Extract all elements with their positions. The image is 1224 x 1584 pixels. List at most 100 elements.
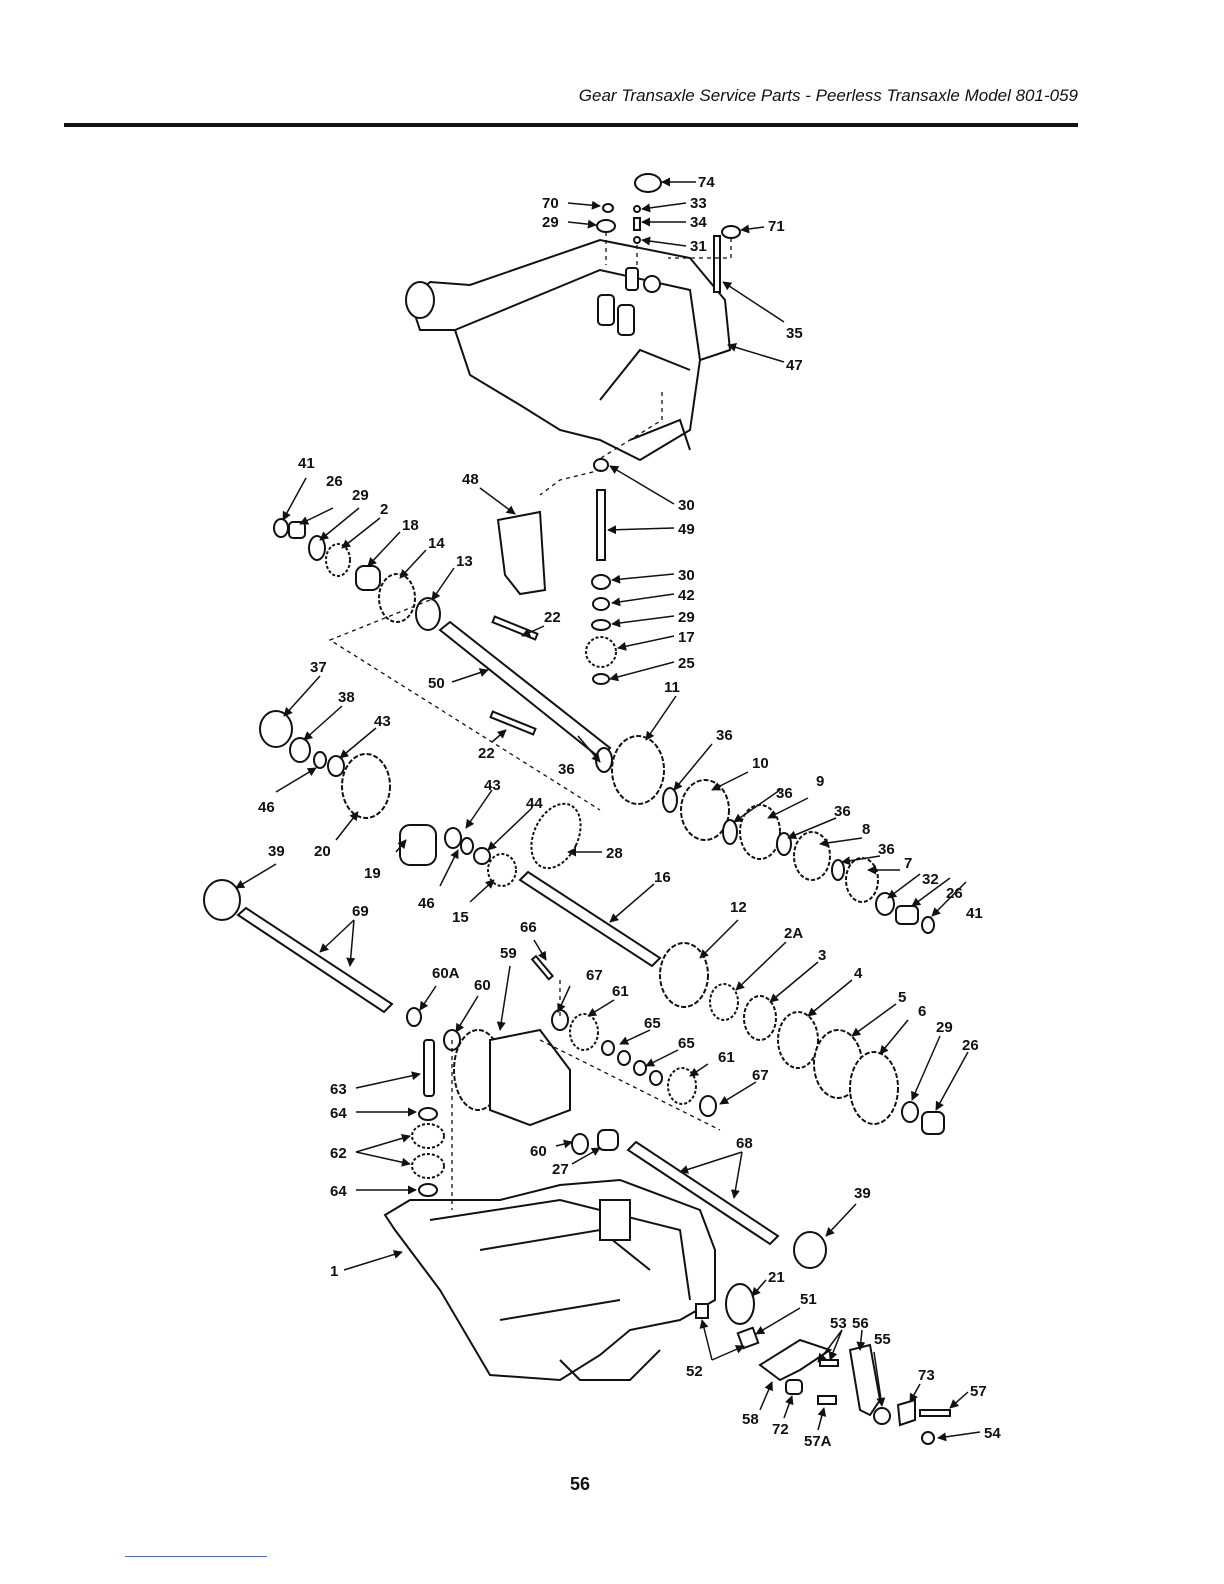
- nut-54: [921, 1431, 935, 1445]
- puck-51: [736, 1326, 760, 1350]
- label-65-b: 65: [678, 1035, 695, 1052]
- label-16: 16: [654, 869, 671, 886]
- bearing-39-right: [793, 1231, 827, 1269]
- washer-65-c: [633, 1060, 647, 1076]
- pinion-61-bottom: [667, 1067, 697, 1105]
- label-41-right: 41: [966, 905, 983, 922]
- part-labels: 74 70 29 33 34 71 31 35 47 41 26 29 2 18…: [258, 174, 1001, 1450]
- label-26-left: 26: [326, 473, 343, 490]
- washer-65-b: [617, 1050, 631, 1066]
- bearing-37: [259, 710, 293, 748]
- sprocket-14: [378, 573, 416, 623]
- label-8: 8: [862, 821, 870, 838]
- label-27: 27: [552, 1161, 569, 1178]
- bevel-gear-62-top: [411, 1123, 445, 1149]
- gear-2A: [709, 983, 739, 1021]
- ring-46-right: [460, 837, 474, 855]
- label-58: 58: [742, 1411, 759, 1428]
- assembly-guide-lines: [328, 232, 732, 1210]
- pin-53: [819, 1359, 839, 1367]
- label-5: 5: [898, 989, 906, 1006]
- upper-housing: [405, 238, 732, 462]
- label-26-right: 26: [946, 885, 963, 902]
- shaft-50: [438, 620, 612, 760]
- washer-67-bottom: [699, 1095, 717, 1117]
- label-30-top: 30: [678, 497, 695, 514]
- label-29-left: 29: [352, 487, 369, 504]
- label-64-top: 64: [330, 1105, 347, 1122]
- page-title: Gear Transaxle Service Parts - Peerless …: [578, 86, 1078, 105]
- gear-2: [325, 543, 351, 577]
- ring-60A: [406, 1007, 422, 1027]
- gear-10: [680, 779, 730, 841]
- label-70: 70: [542, 195, 559, 212]
- label-64-bottom: 64: [330, 1183, 347, 1200]
- label-35: 35: [786, 325, 803, 342]
- label-38: 38: [338, 689, 355, 706]
- spring-57A: [817, 1395, 837, 1405]
- label-21: 21: [768, 1269, 785, 1286]
- washer-38: [289, 737, 311, 763]
- ring-25: [592, 673, 610, 685]
- label-60A: 60A: [432, 965, 460, 982]
- collar-30-bottom: [591, 574, 611, 590]
- shaft-16: [518, 870, 662, 968]
- brake-lever-58: [758, 1338, 833, 1382]
- bolt-57: [919, 1409, 951, 1417]
- label-14: 14: [428, 535, 445, 552]
- key-22-bottom: [489, 710, 537, 736]
- label-7: 7: [904, 855, 912, 872]
- label-25: 25: [678, 655, 695, 672]
- gear-4: [777, 1011, 819, 1069]
- label-29-mid: 29: [678, 609, 695, 626]
- label-2: 2: [380, 501, 388, 518]
- footer-link-rule: [125, 1556, 267, 1557]
- part-drawings: [203, 173, 951, 1445]
- washer-36-e: [831, 859, 845, 881]
- label-67-bottom: 67: [752, 1067, 769, 1084]
- label-52: 52: [686, 1363, 703, 1380]
- label-36-e: 36: [558, 761, 575, 778]
- ball-33: [633, 205, 641, 213]
- washer-64-bottom: [418, 1183, 438, 1197]
- label-34: 34: [690, 214, 707, 231]
- bushing-43-right: [444, 827, 462, 849]
- page-number: 56: [569, 1474, 591, 1494]
- gear-20: [341, 753, 391, 819]
- label-50: 50: [428, 675, 445, 692]
- gear-6: [849, 1051, 899, 1125]
- washer-36-d: [776, 832, 792, 856]
- key-22-top: [491, 615, 539, 641]
- label-71: 71: [768, 218, 785, 235]
- washer-29-right: [901, 1101, 919, 1123]
- gear-8: [793, 831, 831, 881]
- washer-29-top: [596, 219, 616, 233]
- actuating-arm-56: [848, 1343, 882, 1417]
- spacer-72: [785, 1379, 803, 1395]
- label-17: 17: [678, 629, 695, 646]
- bevel-gear-62-bottom: [411, 1153, 445, 1179]
- label-57A: 57A: [804, 1433, 832, 1450]
- label-49: 49: [678, 521, 695, 538]
- label-63: 63: [330, 1081, 347, 1098]
- gear-7: [845, 857, 879, 903]
- bearing-39-left: [203, 879, 241, 921]
- label-9: 9: [816, 773, 824, 790]
- sprocket-19: [399, 824, 437, 866]
- gear-3: [743, 995, 777, 1041]
- header-rule: [64, 123, 1078, 127]
- label-29-top: 29: [542, 214, 559, 231]
- label-60-bottom: 60: [530, 1143, 547, 1160]
- label-39-left: 39: [268, 843, 285, 860]
- label-37: 37: [310, 659, 327, 676]
- label-31: 31: [690, 238, 707, 255]
- label-3: 3: [818, 947, 826, 964]
- label-59: 59: [500, 945, 517, 962]
- puck-52: [695, 1303, 709, 1319]
- washer-64-top: [418, 1107, 438, 1121]
- label-43-right: 43: [484, 777, 501, 794]
- pin-63: [423, 1039, 435, 1097]
- label-53: 53: [830, 1315, 847, 1332]
- pin-66: [530, 954, 555, 981]
- label-54: 54: [984, 1425, 1001, 1442]
